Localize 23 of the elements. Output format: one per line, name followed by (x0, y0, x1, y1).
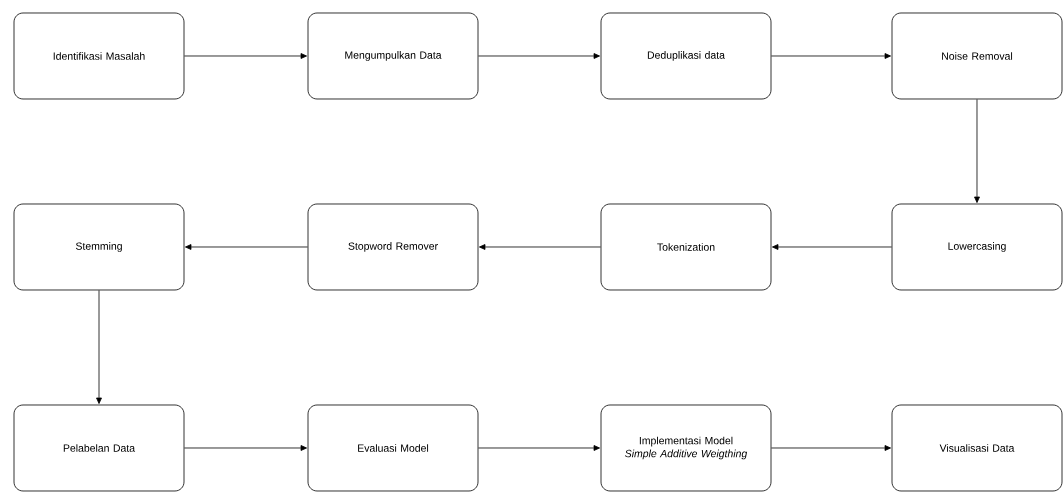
arrow (771, 53, 891, 59)
arrow (479, 244, 601, 250)
arrow (771, 445, 891, 451)
process-box: Identifikasi Masalah (13, 12, 185, 100)
process-box: Implementasi Model Simple Additive Weigthing (600, 404, 772, 492)
process-box: Pelabelan Data (13, 404, 185, 492)
arrow (772, 244, 892, 250)
arrow (478, 53, 600, 59)
arrow (478, 445, 600, 451)
process-box: Stemming (13, 203, 185, 291)
process-box: Tokenization (600, 203, 772, 291)
process-box: Visualisasi Data (891, 404, 1063, 492)
arrow (974, 99, 980, 203)
process-box: Evaluasi Model (307, 404, 479, 492)
arrow (184, 445, 307, 451)
arrow (96, 290, 102, 404)
process-box: Lowercasing (891, 203, 1063, 291)
process-box: Deduplikasi data (600, 12, 772, 100)
process-box: Stopword Remover (307, 203, 479, 291)
process-box: Noise Removal (891, 12, 1063, 100)
arrow (184, 53, 307, 59)
process-box: Mengumpulkan Data (307, 12, 479, 100)
arrow (185, 244, 308, 250)
